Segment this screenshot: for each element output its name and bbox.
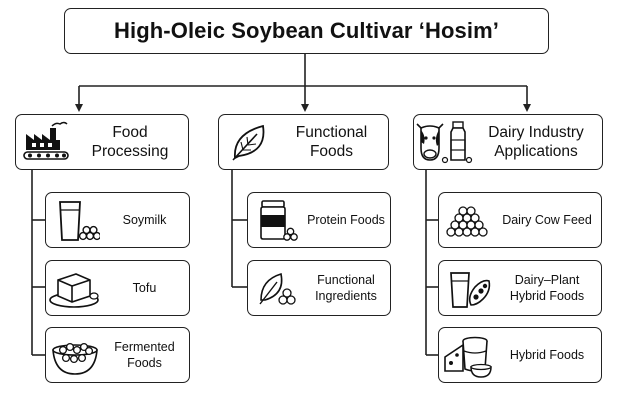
item-soymilk: Soymilk	[45, 192, 190, 248]
item-label: Fermented Foods	[114, 340, 175, 370]
item-label: Soymilk	[122, 213, 167, 227]
title-box: High-Oleic Soybean Cultivar ‘Hosim’	[64, 8, 549, 54]
item-tofu: Tofu	[45, 260, 190, 316]
cheese-cup-icon	[439, 327, 497, 383]
bean-bowl-icon	[46, 327, 104, 383]
item-hybrid-foods: Hybrid Foods	[438, 327, 602, 383]
tofu-icon	[46, 260, 104, 316]
bean-pile-icon	[439, 192, 497, 248]
item-protein-foods: Protein Foods	[247, 192, 391, 248]
category-label: Food Processing	[91, 124, 169, 160]
protein-jar-icon	[248, 192, 306, 248]
factory-icon	[16, 114, 76, 170]
cow-milk-icon	[414, 114, 474, 170]
item-dairy-plant-hybrid-foods: Dairy–Plant Hybrid Foods	[438, 260, 602, 316]
diagram-title: High-Oleic Soybean Cultivar ‘Hosim’	[114, 18, 499, 43]
category-label: Dairy Industry Applications	[488, 124, 584, 160]
category-food-processing: Food Processing	[15, 114, 189, 170]
category-functional-foods: Functional Foods	[218, 114, 389, 170]
item-label: Functional Ingredients	[315, 273, 377, 303]
milk-pod-icon	[439, 260, 497, 316]
item-label: Dairy–Plant Hybrid Foods	[509, 273, 585, 303]
item-label: Hybrid Foods	[509, 348, 585, 362]
item-label: Tofu	[132, 281, 157, 295]
item-fermented-foods: Fermented Foods	[45, 327, 190, 383]
category-label: Functional Foods	[295, 124, 368, 160]
item-label: Protein Foods	[307, 213, 385, 227]
item-label: Dairy Cow Feed	[502, 213, 592, 227]
milk-glass-icon	[46, 192, 104, 248]
leaf-icon	[219, 114, 279, 170]
item-functional-ingredients: Functional Ingredients	[247, 260, 391, 316]
leaf-beans-icon	[248, 260, 306, 316]
item-dairy-cow-feed: Dairy Cow Feed	[438, 192, 602, 248]
category-dairy-industry-applications: Dairy Industry Applications	[413, 114, 603, 170]
